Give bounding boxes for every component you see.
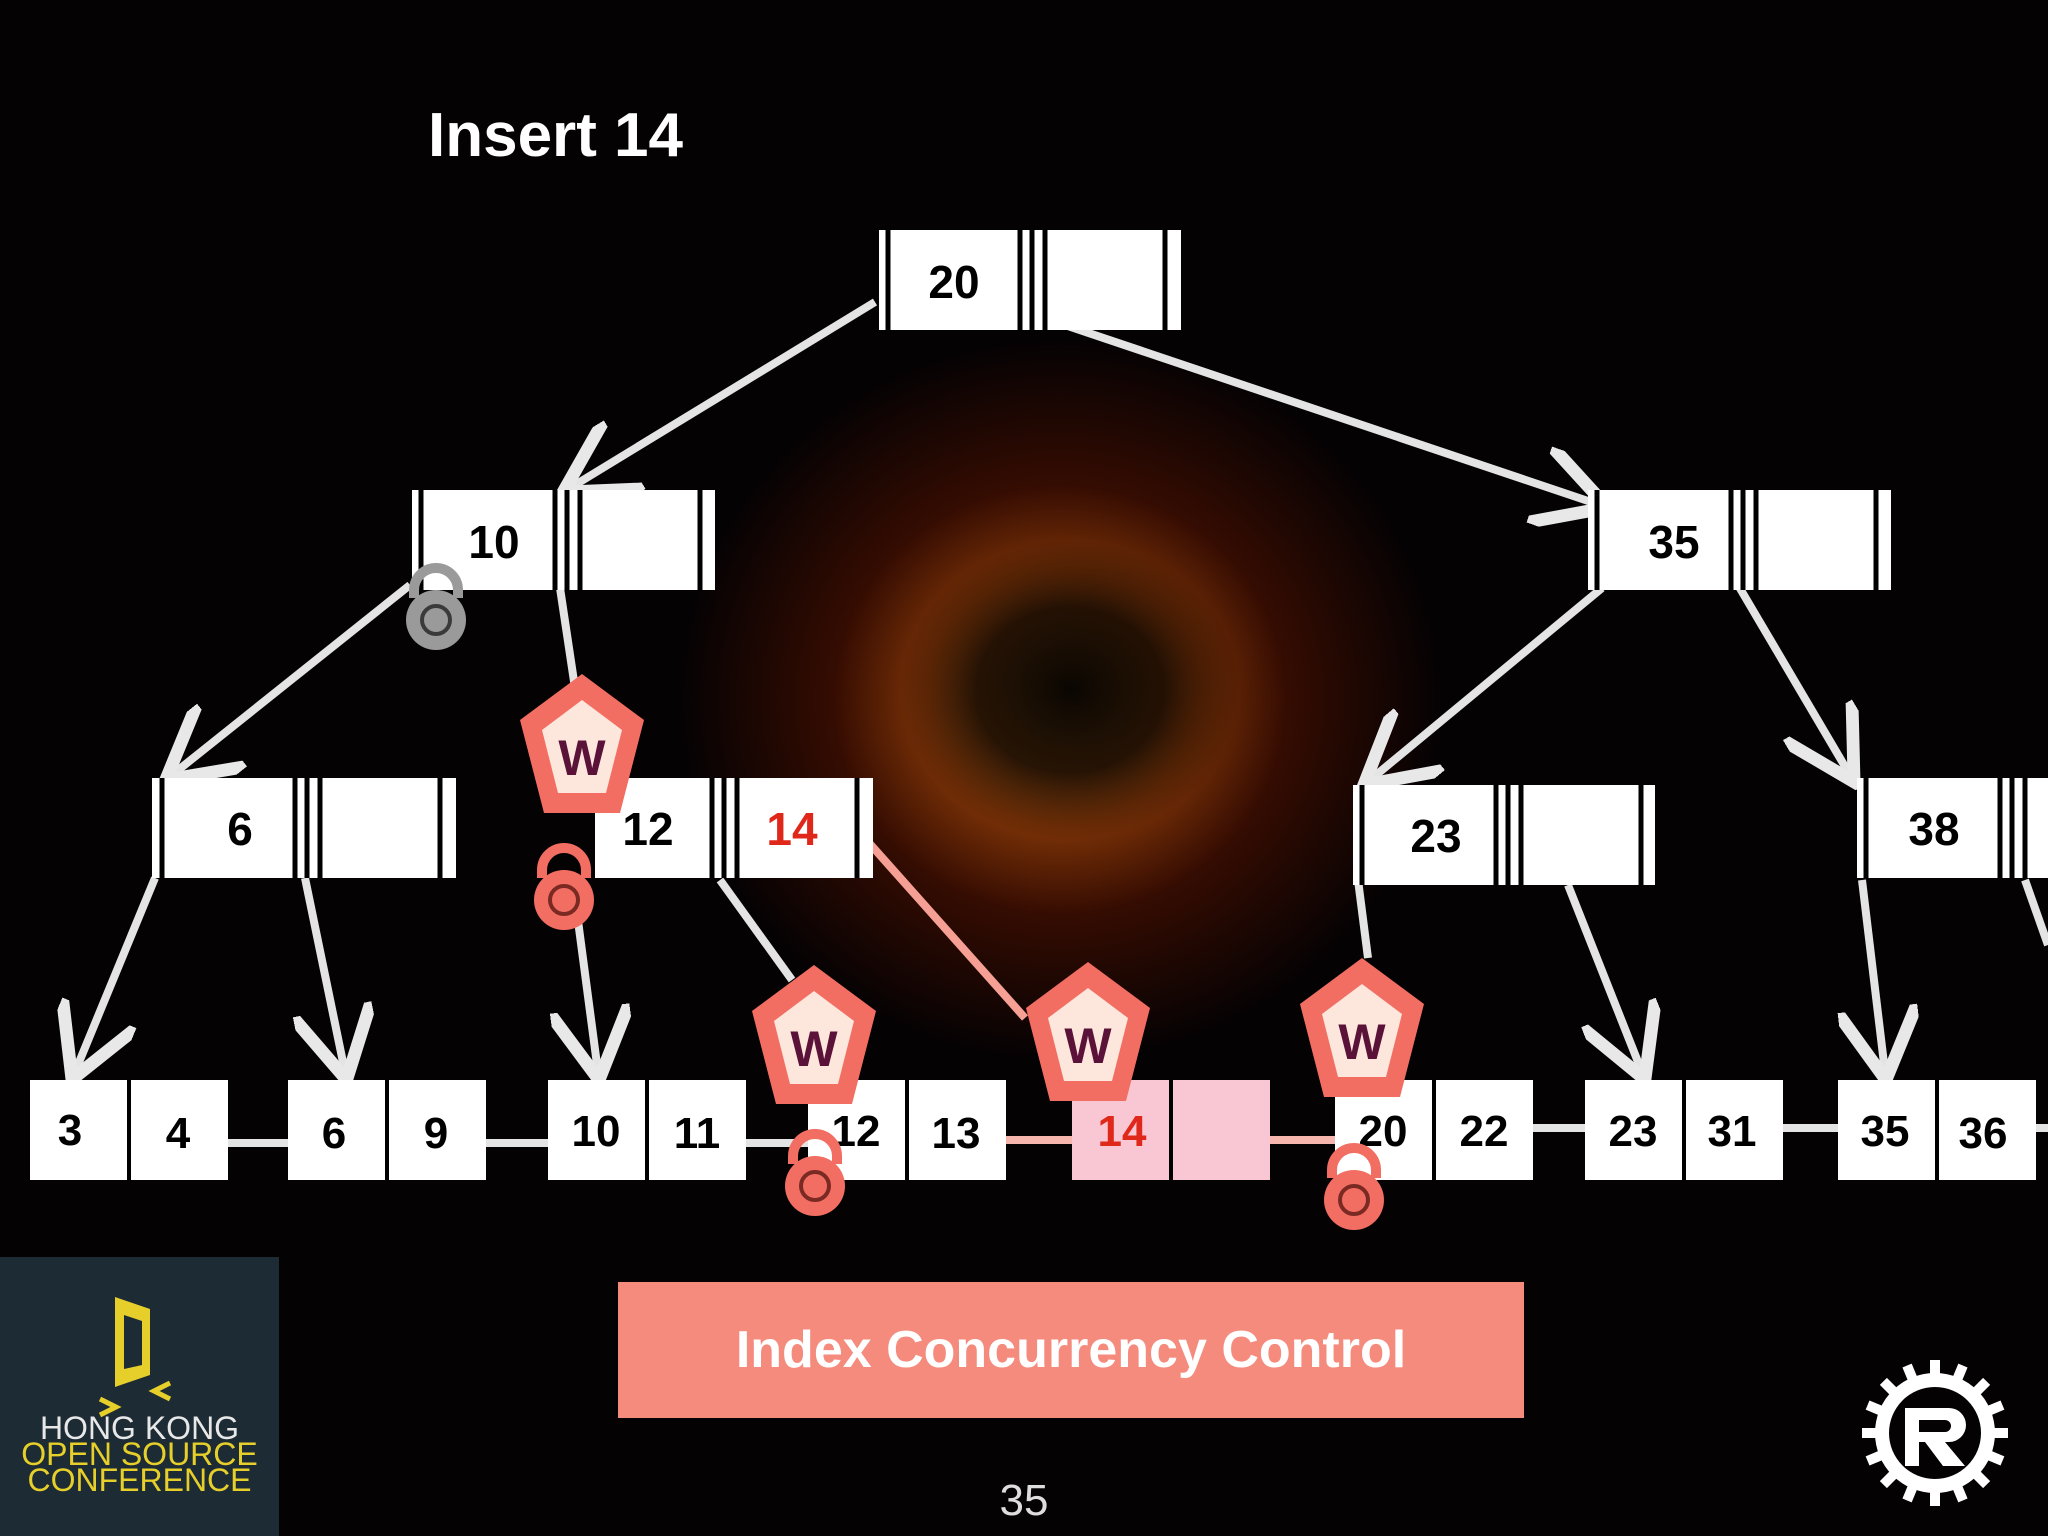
internal-node-35: 35 <box>1588 490 1891 590</box>
edge-12-to-new-leaf <box>859 832 1028 1021</box>
node-10-key-0: 10 <box>468 516 519 568</box>
svg-text:W: W <box>1338 1014 1386 1070</box>
edge-root-to-35 <box>1033 311 1600 505</box>
door-icon <box>98 1297 172 1418</box>
svg-text:35: 35 <box>1861 1107 1910 1156</box>
svg-text:36: 36 <box>1959 1109 2008 1158</box>
lock-icon-leaf-20-22 <box>1324 1143 1384 1230</box>
internal-node-12-14: 12 14 <box>595 778 873 878</box>
svg-text:6: 6 <box>322 1109 346 1158</box>
svg-text:22: 22 <box>1460 1107 1509 1156</box>
svg-text:11: 11 <box>674 1109 721 1158</box>
node-12-key-1-inserted: 14 <box>766 803 818 855</box>
lock-icon-released <box>406 563 466 650</box>
root-key-0: 20 <box>928 256 979 308</box>
svg-text:3: 3 <box>58 1106 82 1155</box>
page-number: 35 <box>999 1476 1049 1525</box>
svg-text:W: W <box>1064 1018 1112 1074</box>
leaf-new-key-14: 14 <box>1098 1107 1147 1156</box>
leaf-10-11: 10 11 <box>548 1080 746 1180</box>
svg-text:4: 4 <box>166 1109 191 1158</box>
node-23-key-0: 23 <box>1410 810 1461 862</box>
svg-text:W: W <box>558 730 606 786</box>
leaf-23-31: 23 31 <box>1585 1080 1783 1180</box>
logo-line-2: OPEN SOURCE <box>21 1436 258 1472</box>
node-12-key-0: 12 <box>622 803 673 855</box>
rust-logo-icon <box>1862 1360 2008 1506</box>
write-latch-leaf-14: W <box>1026 962 1150 1101</box>
leaf-6-9: 6 9 <box>288 1080 486 1180</box>
slide-title: Insert 14 <box>428 101 684 170</box>
edge-12-to-leaf-10-11 <box>575 897 598 1072</box>
leaf-nodes: 3 4 6 9 10 11 12 13 14 20 <box>30 1080 2036 1180</box>
write-latch-node-12: W <box>520 674 644 813</box>
internal-node-38: 38 <box>1857 778 2048 878</box>
edge-35-to-38 <box>1734 582 1850 775</box>
lock-icon-leaf-12-13 <box>785 1129 845 1216</box>
svg-text:9: 9 <box>424 1109 448 1158</box>
internal-node-23: 23 <box>1353 785 1655 885</box>
svg-text:10: 10 <box>572 1107 621 1156</box>
node-35-key-0: 35 <box>1648 516 1699 568</box>
edge-6-to-leaf-6-9 <box>305 877 345 1072</box>
conference-logo: HONG KONG OPEN SOURCE CONFERENCE <box>0 1257 279 1536</box>
svg-text:13: 13 <box>932 1109 981 1158</box>
svg-text:23: 23 <box>1609 1107 1658 1156</box>
edge-6-to-leaf-3-4 <box>75 876 159 1072</box>
logo-line-3: CONFERENCE <box>27 1462 252 1498</box>
topic-banner: Index Concurrency Control <box>618 1282 1524 1418</box>
edge-root-to-10 <box>570 298 878 488</box>
edge-38-to-leaf-35-36 <box>1862 879 1885 1072</box>
write-latch-leaf-20-22: W <box>1300 958 1424 1097</box>
edge-10-to-12 <box>556 587 579 689</box>
edge-23-to-leaf-23-31 <box>1564 883 1642 1072</box>
node-6-key-0: 6 <box>227 803 253 855</box>
leaf-35-36: 35 36 <box>1838 1080 2036 1180</box>
edge-38-offscreen <box>2021 878 2048 947</box>
edge-23-to-leaf-20-22 <box>1354 879 1372 959</box>
tree-edges <box>75 298 2048 1072</box>
svg-text:31: 31 <box>1708 1107 1757 1156</box>
svg-text:W: W <box>790 1021 838 1077</box>
internal-node-6: 6 <box>152 778 456 878</box>
edge-10-to-6 <box>172 581 413 775</box>
lock-icon-node-12 <box>534 843 594 930</box>
write-latch-leaf-12-13: W <box>752 965 876 1104</box>
edge-12-to-leaf-12-13 <box>716 877 796 983</box>
edge-35-to-23 <box>1370 584 1605 780</box>
internal-node-10: 10 <box>412 490 715 590</box>
root-node: 20 <box>879 230 1181 330</box>
node-38-key-0: 38 <box>1908 803 1959 855</box>
leaf-3-4: 3 4 <box>30 1080 228 1180</box>
logo-line-1: HONG KONG <box>39 1410 240 1446</box>
